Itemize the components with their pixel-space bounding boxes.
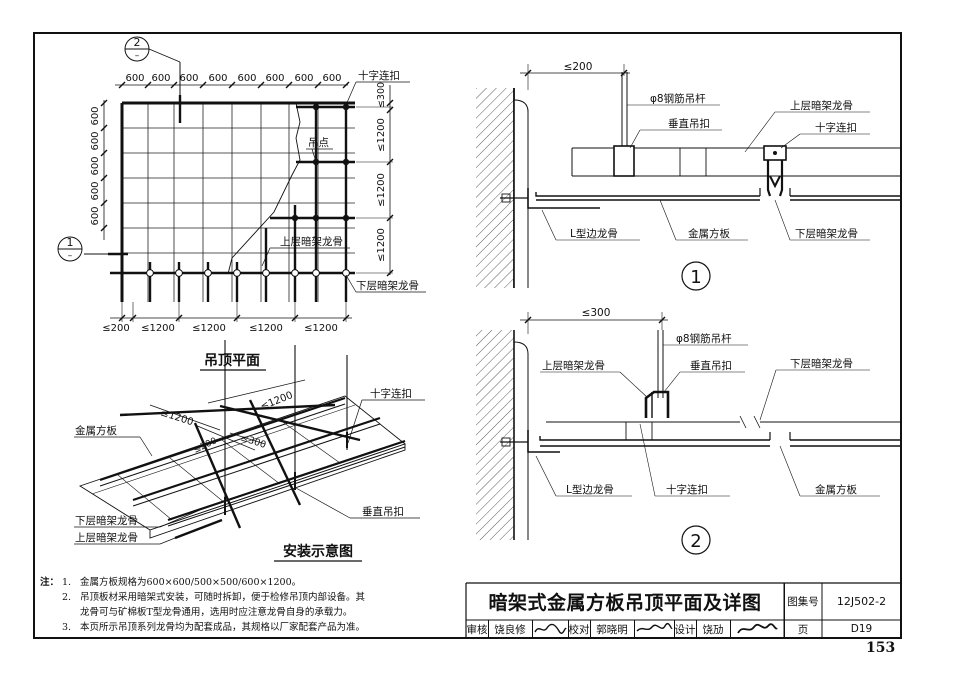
detail1-label-metal-panel: 金属方板 bbox=[688, 227, 730, 240]
detail2-label-lower-keel: 下层暗架龙骨 bbox=[790, 357, 853, 370]
plan-top-dim: 600 bbox=[294, 73, 313, 84]
plan-label-lower-keel: 下层暗架龙骨 bbox=[356, 279, 419, 292]
plan-bottom-dim: ≤200 bbox=[102, 323, 129, 334]
plan-label-cross: 十字连扣 bbox=[358, 69, 400, 82]
notes-block: 注： 1. 金属方板规格为600×600/500×500/600×1200。 2… bbox=[40, 575, 465, 635]
plan-top-dim: 600 bbox=[237, 73, 256, 84]
page-code: D19 bbox=[850, 623, 873, 635]
note-number: 1. bbox=[62, 577, 72, 588]
detail1-label-vertical-hanger: 垂直吊扣 bbox=[668, 117, 710, 130]
note-text: 吊顶板材采用暗架式安装，可随时拆卸，便于检修吊顶内部设备。其 bbox=[80, 592, 366, 603]
detail2-label-upper-keel: 上层暗架龙骨 bbox=[542, 359, 605, 372]
plan-label-hanger-point: 吊点 bbox=[308, 137, 329, 149]
note-row: 龙骨可与矿棉板T型龙骨通用，选用时应注意龙骨自身的承载力。 bbox=[40, 605, 465, 620]
detail2-label-vertical-hanger: 垂直吊扣 bbox=[690, 359, 732, 372]
sheet-border bbox=[33, 32, 902, 639]
note-text: 本页所示吊顶系列龙骨均为配套成品，其规格以厂家配套产品为准。 bbox=[80, 622, 366, 633]
detail2-number: 2 bbox=[690, 531, 701, 552]
install-label-lower-keel: 下层暗架龙骨 bbox=[75, 514, 138, 527]
plan-top-dim: 600 bbox=[125, 73, 144, 84]
plan-top-dim: 600 bbox=[208, 73, 227, 84]
plan-top-dim: 600 bbox=[265, 73, 284, 84]
review-label: 审核 bbox=[466, 620, 489, 638]
plan-title: 吊顶平面 bbox=[204, 353, 260, 369]
note-text: 龙骨可与矿棉板T型龙骨通用，选用时应注意龙骨自身的承载力。 bbox=[80, 607, 353, 618]
note-row: 3. 本页所示吊顶系列龙骨均为配套成品，其规格以厂家配套产品为准。 bbox=[40, 620, 465, 635]
section-mark-1: 1 bbox=[67, 236, 74, 249]
detail2-label-rod: φ8钢筋吊杆 bbox=[676, 332, 732, 345]
check-label: 校对 bbox=[568, 620, 591, 638]
plan-bottom-dim: ≤1200 bbox=[249, 323, 283, 334]
drawing-title: 暗架式金属方板吊顶平面及详图 bbox=[466, 583, 785, 620]
detail2-label-metal-panel: 金属方板 bbox=[815, 483, 857, 496]
detail1-label-edge-keel: L型边龙骨 bbox=[570, 227, 618, 240]
note-text: 金属方板规格为600×600/500×500/600×1200。 bbox=[80, 577, 302, 588]
install-dim: ≤1200 bbox=[259, 390, 294, 413]
atlas-label: 图集号 bbox=[787, 596, 819, 608]
plan-left-dim: 600 bbox=[90, 131, 101, 150]
atlas-number: 12J502-2 bbox=[836, 595, 887, 608]
plan-right-dim: ≤1200 bbox=[376, 173, 387, 207]
plan-top-dim: 600 bbox=[322, 73, 341, 84]
detail2-dim: ≤300 bbox=[582, 307, 611, 319]
note-row: 注： 1. 金属方板规格为600×600/500×500/600×1200。 bbox=[40, 575, 465, 590]
plan-left-dim: 600 bbox=[90, 106, 101, 125]
plan-top-dim: 600 bbox=[151, 73, 170, 84]
detail1-label-lower-keel: 下层暗架龙骨 bbox=[795, 227, 858, 240]
note-number: 3. bbox=[62, 622, 72, 633]
check-name: 郭晓明 bbox=[590, 620, 635, 638]
design-signature bbox=[730, 620, 785, 638]
install-diagram bbox=[78, 340, 406, 540]
page-number: 153 bbox=[866, 640, 896, 656]
check-signature bbox=[634, 620, 675, 638]
plan-bottom-dim: ≤1200 bbox=[192, 323, 226, 334]
install-label-vertical-hanger: 垂直吊扣 bbox=[362, 505, 404, 518]
ceiling-plan: 2 – 1 – 600 600 600 600 600 600 600 600 bbox=[57, 36, 426, 371]
detail2-label-cross: 十字连扣 bbox=[666, 483, 708, 496]
note-number: 2. bbox=[62, 592, 72, 603]
install-dim: ≤1200 bbox=[159, 407, 195, 428]
review-signature bbox=[532, 620, 569, 638]
plan-right-dim: ≤300 bbox=[376, 82, 387, 108]
detail1-dim: ≤200 bbox=[564, 61, 593, 73]
plan-left-dim: 600 bbox=[90, 181, 101, 200]
plan-right-dim: ≤1200 bbox=[376, 228, 387, 262]
note-row: 2. 吊顶板材采用暗架式安装，可随时拆卸，便于检修吊顶内部设备。其 bbox=[40, 590, 465, 605]
notes-heading: 注： bbox=[40, 577, 60, 588]
detail-2: ≤300 φ8钢筋吊杆 上层暗架龙骨 垂直吊扣 下层暗架龙骨 L型边龙骨 十字连… bbox=[476, 307, 900, 555]
section-mark-2: 2 bbox=[134, 36, 141, 49]
svg-text:–: – bbox=[135, 51, 140, 61]
detail1-label-upper-keel: 上层暗架龙骨 bbox=[790, 99, 853, 112]
detail1-label-rod: φ8钢筋吊杆 bbox=[650, 92, 706, 105]
title-block: 暗架式金属方板吊顶平面及详图 图集号 12J502-2 审核 饶良修 校对 郭晓… bbox=[466, 583, 901, 638]
install-title: 安装示意图 bbox=[283, 543, 353, 560]
page-label: 页 bbox=[797, 623, 809, 636]
plan-bottom-dim: ≤1200 bbox=[141, 323, 175, 334]
plan-label-upper-keel: 上层暗架龙骨 bbox=[280, 235, 343, 248]
detail1-number: 1 bbox=[690, 267, 701, 288]
review-name: 饶良修 bbox=[488, 620, 533, 638]
design-name: 饶劢 bbox=[696, 620, 731, 638]
plan-bottom-dim: ≤1200 bbox=[304, 323, 338, 334]
svg-text:–: – bbox=[68, 251, 73, 261]
note-number bbox=[62, 605, 80, 620]
install-label-cross: 十字连扣 bbox=[370, 387, 412, 400]
install-label-upper-keel: 上层暗架龙骨 bbox=[75, 531, 138, 544]
detail-1: ≤200 φ8钢筋吊杆 垂直吊扣 上层暗架龙骨 十字连扣 L型边龙骨 金属方板 … bbox=[476, 61, 900, 291]
plan-top-dim: 600 bbox=[179, 73, 198, 84]
plan-left-dim: 600 bbox=[90, 206, 101, 225]
detail1-label-cross: 十字连扣 bbox=[815, 121, 857, 134]
design-label: 设计 bbox=[674, 620, 697, 638]
install-label-metal-panel: 金属方板 bbox=[75, 424, 117, 437]
detail2-label-edge-keel: L型边龙骨 bbox=[566, 483, 614, 496]
plan-right-dim: ≤1200 bbox=[376, 118, 387, 152]
install-labels: ≤1200 ≤1200 ≤200 ≤300 金属方板 十字连扣 垂直吊扣 下层暗… bbox=[74, 387, 425, 562]
plan-left-dim: 600 bbox=[90, 156, 101, 175]
